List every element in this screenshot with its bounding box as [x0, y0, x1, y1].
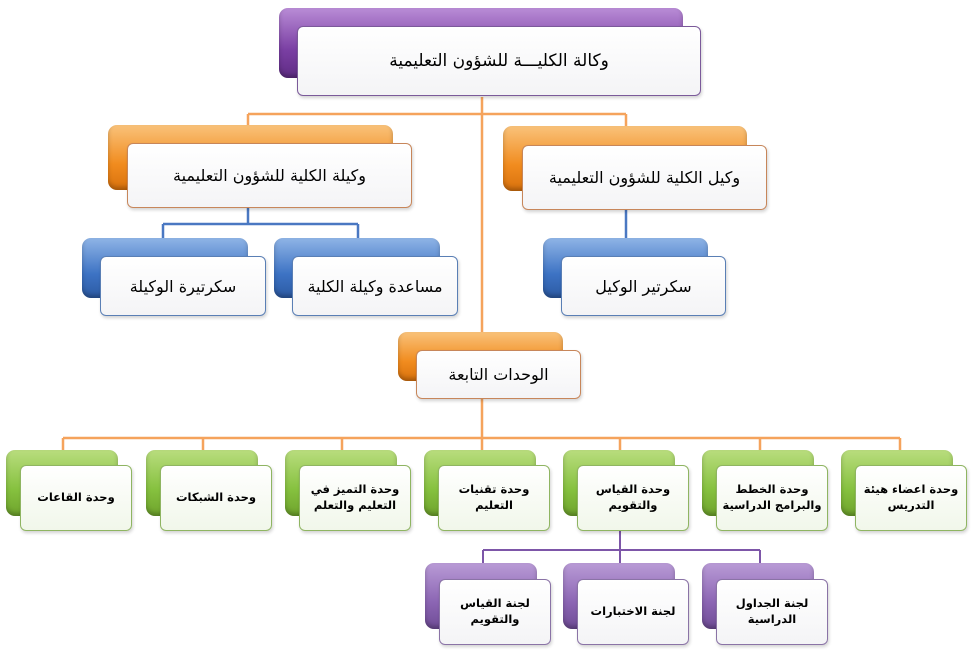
blue-connectors	[161, 207, 628, 242]
unit-assessment-node: وحدة القياس والتقويم	[563, 450, 689, 531]
units-branch-line	[61, 436, 902, 452]
root-node: وكالة الكليـــة للشؤون التعليمية	[279, 8, 704, 98]
unit-excellence-node: وحدة التميز في التعليم والتعلم	[285, 450, 411, 531]
secretary-male-label: سكرتير الوكيل	[561, 256, 726, 316]
root-label: وكالة الكليـــة للشؤون التعليمية	[297, 26, 701, 96]
unit-curricula-label: وحدة الخطط والبرامج الدراسية	[716, 465, 828, 531]
deputy-male-node: وكيل الكلية للشؤون التعليمية	[503, 126, 767, 210]
unit-excellence-label: وحدة التميز في التعليم والتعلم	[299, 465, 411, 531]
secretary-female-label: سكرتيرة الوكيلة	[100, 256, 266, 316]
secretary-male-node: سكرتير الوكيل	[543, 238, 726, 316]
unit-halls-label: وحدة القاعات	[20, 465, 132, 531]
unit-edtech-node: وحدة تقنيات التعليم	[424, 450, 550, 531]
unit-faculty-node: وحدة اعضاء هيئة التدريس	[841, 450, 967, 531]
units-header-node: الوحدات التابعة	[398, 332, 581, 399]
unit-networks-node: وحدة الشبكات	[146, 450, 272, 531]
unit-faculty-label: وحدة اعضاء هيئة التدريس	[855, 465, 967, 531]
unit-networks-label: وحدة الشبكات	[160, 465, 272, 531]
committees-branch-line	[482, 530, 761, 566]
deputy-female-label: وكيلة الكلية للشؤون التعليمية	[127, 143, 412, 208]
committee-exams-label: لجنة الاختبارات	[577, 579, 689, 645]
purple-connectors	[482, 530, 761, 566]
committee-schedules-label: لجنة الجداول الدراسية	[716, 579, 828, 645]
committee-schedules-node: لجنة الجداول الدراسية	[702, 563, 828, 645]
units-header-label: الوحدات التابعة	[416, 350, 581, 399]
unit-halls-node: وحدة القاعات	[6, 450, 132, 531]
deputy-male-label: وكيل الكلية للشؤون التعليمية	[522, 145, 767, 210]
committee-assessment-label: لجنة القياس والتقويم	[439, 579, 551, 645]
unit-assessment-label: وحدة القياس والتقويم	[577, 465, 689, 531]
deputy-female-staff-line	[161, 207, 360, 242]
committee-assessment-node: لجنة القياس والتقويم	[425, 563, 551, 645]
assistant-female-label: مساعدة وكيلة الكلية	[292, 256, 458, 316]
unit-edtech-label: وحدة تقنيات التعليم	[438, 465, 550, 531]
deputy-female-node: وكيلة الكلية للشؤون التعليمية	[108, 125, 412, 208]
committee-exams-node: لجنة الاختبارات	[563, 563, 689, 645]
secretary-female-node: سكرتيرة الوكيلة	[82, 238, 266, 316]
unit-curricula-node: وحدة الخطط والبرامج الدراسية	[702, 450, 828, 531]
assistant-female-node: مساعدة وكيلة الكلية	[274, 238, 458, 316]
